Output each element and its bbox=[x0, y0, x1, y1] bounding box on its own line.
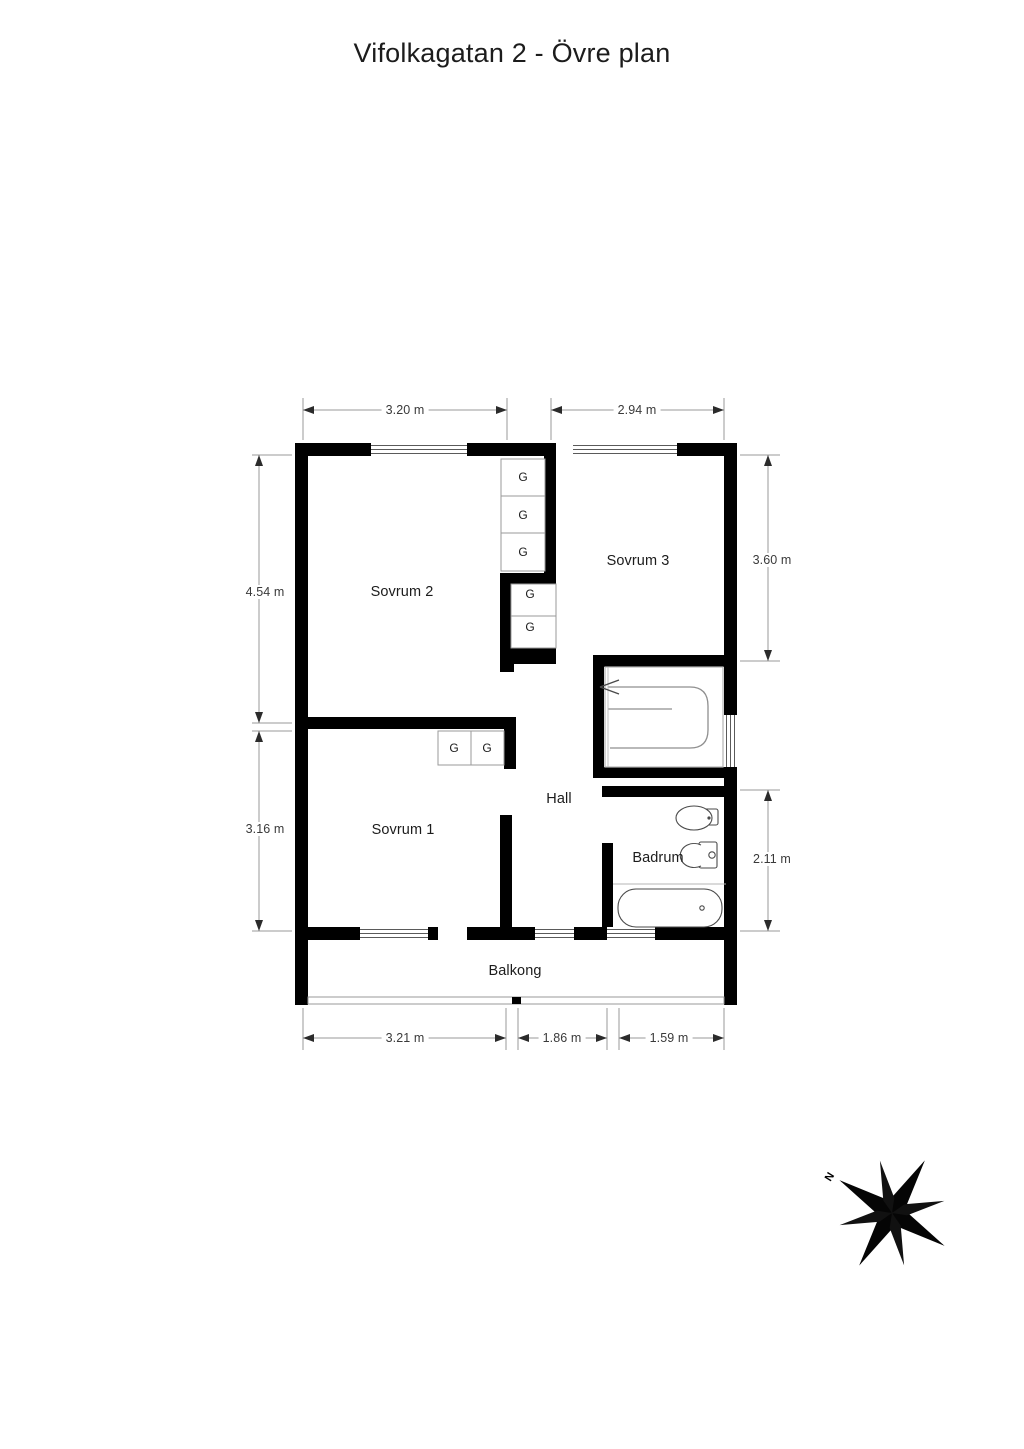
closet-box bbox=[500, 532, 546, 572]
bathroom-fixtures bbox=[613, 805, 726, 928]
stair-direction-arrow bbox=[599, 679, 620, 695]
wall-bottom-seg-5 bbox=[655, 927, 702, 940]
wall-closet-spine-upper bbox=[544, 443, 556, 573]
wall-balcony-left bbox=[295, 927, 308, 1005]
dimension-label-bottom: 3.21 m bbox=[381, 1031, 429, 1045]
wall-right-upper bbox=[724, 443, 737, 715]
closet-label: G bbox=[518, 508, 528, 522]
wall-stairhall-left bbox=[593, 655, 604, 777]
wall-stairhall-bottom bbox=[593, 767, 737, 778]
wall-closet-base-foot bbox=[500, 642, 514, 672]
wall-bottom-seg-4 bbox=[574, 927, 607, 940]
door-balcony-hall bbox=[438, 927, 467, 940]
wall-bottom-seg-2 bbox=[428, 927, 438, 940]
wall-left-upper bbox=[295, 443, 308, 729]
wall-closet-step bbox=[500, 573, 556, 584]
balcony-railing-post bbox=[512, 997, 521, 1004]
windows bbox=[360, 443, 737, 940]
page-title: Vifolkagatan 2 - Övre plan bbox=[353, 38, 671, 68]
wall-badrum-top bbox=[602, 786, 726, 797]
dimension-label-left: 3.16 m bbox=[241, 822, 289, 836]
room-label-sovrum-3: Sovrum 3 bbox=[606, 553, 670, 569]
dimension-label-top: 3.20 m bbox=[381, 403, 429, 417]
closet-box bbox=[470, 730, 505, 766]
dimension-label-right: 2.11 m bbox=[749, 852, 795, 866]
dimension-label-bottom: 1.86 m bbox=[538, 1031, 586, 1045]
wall-sovrum3-bottom bbox=[593, 655, 737, 667]
compass-rose bbox=[839, 1160, 945, 1266]
closet-label: G bbox=[518, 545, 528, 559]
wall-sovrum1-right bbox=[500, 815, 512, 940]
wall-badrum-left bbox=[602, 843, 613, 940]
exterior-walls bbox=[295, 443, 737, 1005]
wall-bottom-seg-1 bbox=[295, 927, 360, 940]
window-sovrum3-top bbox=[573, 443, 677, 456]
closet-box bbox=[500, 495, 546, 534]
wall-closet-spine-lower bbox=[500, 573, 511, 663]
closet-box bbox=[510, 615, 557, 649]
window-sovrum2-top bbox=[371, 443, 467, 456]
room-label-sovrum-2: Sovrum 2 bbox=[370, 584, 434, 600]
wall-top-right-pier bbox=[677, 443, 737, 456]
window-sovrum1-bottom bbox=[360, 927, 428, 940]
wall-top-mid-pier bbox=[467, 443, 544, 456]
closet-label: G bbox=[449, 741, 459, 755]
wall-closet-small-right bbox=[504, 717, 516, 769]
wall-top-left-pier bbox=[295, 443, 371, 456]
dimension-label-top: 2.94 m bbox=[613, 403, 661, 417]
stair-run-path bbox=[608, 686, 709, 749]
dimension-label-left: 4.54 m bbox=[241, 585, 289, 599]
dimension-label-bottom: 1.59 m bbox=[645, 1031, 693, 1045]
room-label-hall: Hall bbox=[546, 791, 572, 807]
window-stairhall-right bbox=[724, 715, 737, 767]
wall-balcony-right bbox=[724, 927, 737, 1005]
window-badrum-bottom bbox=[607, 927, 655, 940]
window-hall-bottom bbox=[535, 927, 574, 940]
dimension-label-right: 3.60 m bbox=[748, 553, 796, 567]
room-label-badrum: Badrum bbox=[632, 850, 684, 866]
room-label-balkong: Balkong bbox=[488, 963, 542, 979]
sink-icon bbox=[679, 841, 718, 869]
balcony-railing bbox=[307, 996, 725, 1005]
bathtub-icon bbox=[617, 888, 723, 928]
closet-label: G bbox=[525, 587, 535, 601]
stair-outline bbox=[604, 666, 724, 768]
toilet-icon bbox=[675, 805, 719, 831]
room-label-sovrum-1: Sovrum 1 bbox=[371, 822, 435, 838]
wall-sovrum2-bottom bbox=[295, 717, 505, 729]
closet-boxes bbox=[437, 458, 557, 766]
closet-label: G bbox=[525, 620, 535, 634]
stairwell bbox=[599, 666, 724, 768]
closet-label: G bbox=[482, 741, 492, 755]
closet-label: G bbox=[518, 470, 528, 484]
